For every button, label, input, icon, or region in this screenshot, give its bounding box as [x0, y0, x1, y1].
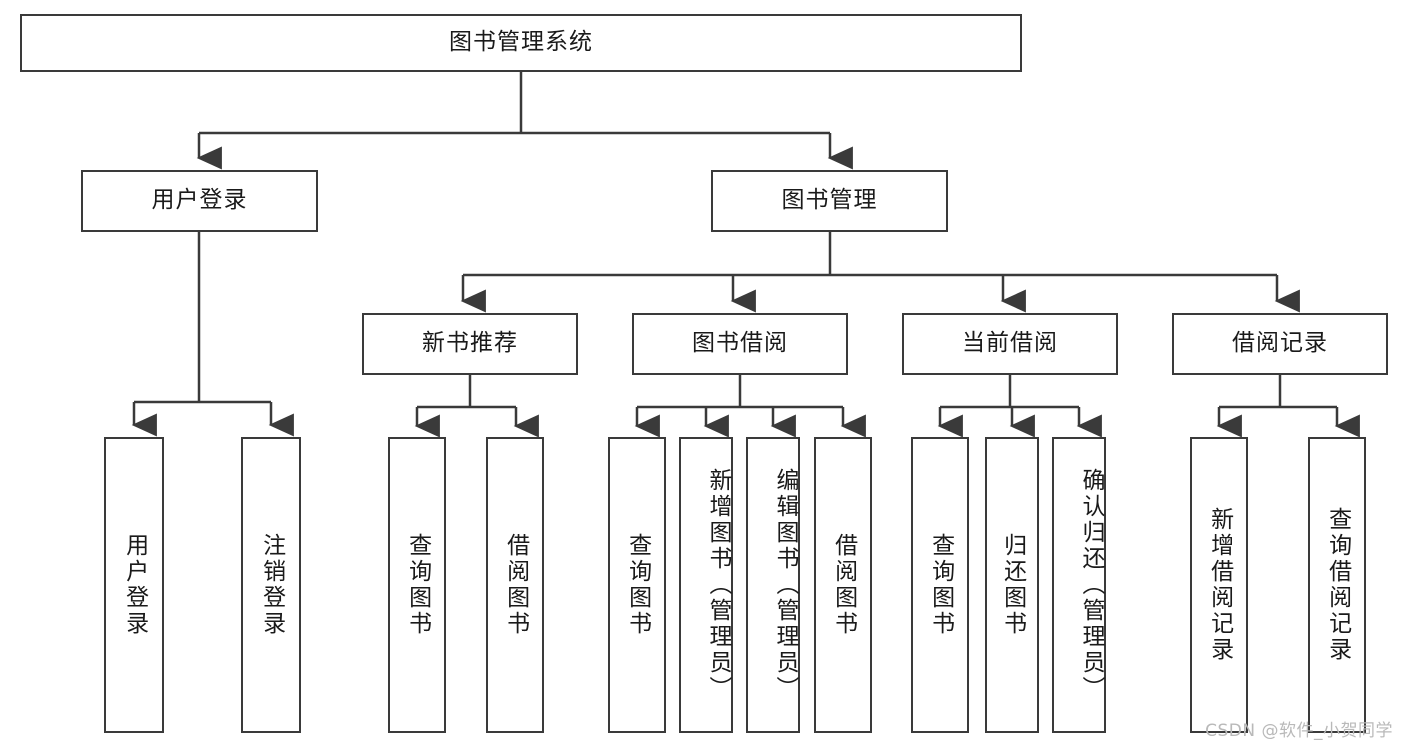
node-borrow-record[interactable]: 借阅记录: [1172, 313, 1388, 375]
node-current-borrow-label: 当前借阅: [962, 330, 1058, 357]
node-leaf-confirm-return[interactable]: 确认归还（管理员）: [1052, 437, 1106, 733]
node-leaf-add-record-label: 新增借阅记录: [1206, 507, 1233, 663]
watermark-text: CSDN @软件_小贺同学: [1205, 721, 1393, 741]
node-leaf-user-login[interactable]: 用户登录: [104, 437, 164, 733]
node-leaf-borrow-book-label: 借阅图书: [830, 533, 857, 637]
node-leaf-query-record[interactable]: 查询借阅记录: [1308, 437, 1366, 733]
node-leaf-edit-book[interactable]: 编辑图书（管理员）: [746, 437, 800, 733]
node-leaf-return-book-label: 归还图书: [999, 533, 1026, 637]
node-leaf-query-book-rec-label: 查询图书: [404, 533, 431, 637]
node-leaf-confirm-return-label: 确认归还（管理员）: [1078, 468, 1104, 702]
node-user-login-label: 用户登录: [151, 187, 248, 214]
node-leaf-return-book[interactable]: 归还图书: [985, 437, 1039, 733]
node-new-book-rec[interactable]: 新书推荐: [362, 313, 578, 375]
node-leaf-query-book-cur[interactable]: 查询图书: [911, 437, 969, 733]
node-new-book-rec-label: 新书推荐: [422, 330, 518, 357]
node-current-borrow[interactable]: 当前借阅: [902, 313, 1118, 375]
node-leaf-borrow-book-rec[interactable]: 借阅图书: [486, 437, 544, 733]
node-root[interactable]: 图书管理系统: [20, 14, 1022, 72]
node-root-label: 图书管理系统: [449, 29, 593, 56]
node-book-borrow-label: 图书借阅: [692, 330, 788, 357]
node-leaf-user-login-label: 用户登录: [121, 533, 148, 637]
node-leaf-edit-book-label: 编辑图书（管理员）: [772, 468, 798, 702]
node-user-login[interactable]: 用户登录: [81, 170, 318, 232]
node-leaf-query-book-cur-label: 查询图书: [927, 533, 954, 637]
node-leaf-borrow-book-rec-label: 借阅图书: [502, 533, 529, 637]
node-leaf-query-book-borrow[interactable]: 查询图书: [608, 437, 666, 733]
node-leaf-logout[interactable]: 注销登录: [241, 437, 301, 733]
node-leaf-query-book-borrow-label: 查询图书: [624, 533, 651, 637]
node-leaf-add-record[interactable]: 新增借阅记录: [1190, 437, 1248, 733]
node-leaf-query-book-rec[interactable]: 查询图书: [388, 437, 446, 733]
node-leaf-logout-label: 注销登录: [258, 533, 285, 637]
node-book-borrow[interactable]: 图书借阅: [632, 313, 848, 375]
node-leaf-query-record-label: 查询借阅记录: [1324, 507, 1351, 663]
node-book-manage-label: 图书管理: [781, 187, 878, 214]
node-leaf-add-book-label: 新增图书（管理员）: [705, 468, 731, 702]
node-borrow-record-label: 借阅记录: [1232, 330, 1328, 357]
node-leaf-add-book[interactable]: 新增图书（管理员）: [679, 437, 733, 733]
node-leaf-borrow-book[interactable]: 借阅图书: [814, 437, 872, 733]
node-book-manage[interactable]: 图书管理: [711, 170, 948, 232]
